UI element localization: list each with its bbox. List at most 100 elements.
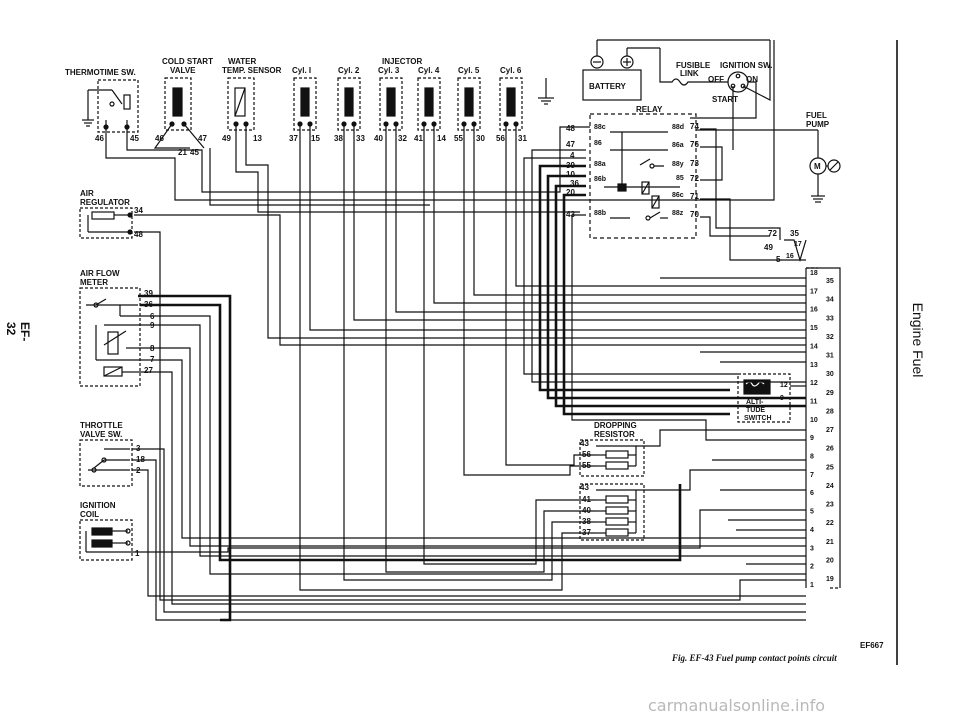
relay: RELAY 48 88c 47 86 4 39 88a 10 86b 36 20… [566, 105, 699, 239]
afm-pin-27: 27 [144, 366, 153, 375]
dr-lower-43: 43 [580, 483, 589, 492]
water-temp-label-1: WATER [228, 57, 257, 66]
injector-cyl-4-label: Cyl. 4 [418, 66, 440, 75]
cold-start-pin-45: 45 [190, 148, 199, 157]
ignition-coil-label-2: COIL [80, 510, 99, 519]
dropping-resistor-label-1: DROPPING [594, 421, 637, 430]
connector-pin-left-17: 17 [810, 288, 818, 295]
relay-right-88y: 88y [672, 161, 684, 168]
injector-cyl-3-pin-a: 40 [374, 134, 383, 143]
altitude-pin-12: 12 [780, 382, 788, 389]
connector-pin-right-35: 35 [826, 278, 834, 285]
relay-right-72: 72 [690, 174, 699, 183]
conn-top-49: 49 [764, 243, 773, 252]
injector-cyl-4: Cyl. 4 41 14 [414, 66, 446, 143]
relay-right-74: 74 [690, 122, 699, 131]
fuel-pump-label-1: FUEL [806, 111, 827, 120]
connector-pin-left-12: 12 [810, 380, 818, 387]
throttle-valve-switch: THROTTLE VALVE SW. 3 18 2 [79, 421, 145, 487]
water-temp-pin-13: 13 [253, 134, 262, 143]
relay-left-47: 47 [566, 140, 575, 149]
connector-pin-right-29: 29 [826, 390, 834, 397]
relay-left-48: 48 [566, 124, 575, 133]
connector-pin-left-9: 9 [810, 435, 814, 442]
injector-cyl-3-pin-b: 32 [398, 134, 407, 143]
altitude-label-1: ALTI- [746, 399, 764, 406]
connector-pin-right-33: 33 [826, 315, 834, 322]
throttle-label-2: VALVE SW. [80, 430, 122, 439]
injector-cyl-6-pin-a: 56 [496, 134, 505, 143]
ignition-sw-on: ON [746, 75, 758, 84]
connector-pin-left-7: 7 [810, 472, 814, 479]
injector-cyl-5-pin-a: 55 [454, 134, 463, 143]
water-temp-pin-49: 49 [222, 134, 231, 143]
relay-left-4: 4 [570, 151, 575, 160]
injector-cyl-3-label: Cyl. 3 [378, 66, 400, 75]
connector-pin-right-26: 26 [826, 446, 834, 453]
water-temp-sensor: WATER TEMP. SENSOR 49 13 [222, 57, 282, 143]
relay-right-73: 73 [690, 159, 699, 168]
connector-pin-right-34: 34 [826, 297, 834, 304]
ignition-sw-off: OFF [708, 75, 724, 84]
air-regulator-pin-34: 34 [134, 206, 143, 215]
relay-left-86b: 86b [594, 176, 606, 183]
injector-cyl-1-pin-a: 37 [289, 134, 298, 143]
connector-pin-left-18: 18 [810, 270, 818, 277]
connector-pin-right-19: 19 [826, 576, 834, 583]
dropping-resistor-label-2: RESISTOR [594, 430, 635, 439]
cold-start-pin-21: 21 [178, 148, 187, 157]
air-regulator-pin-48: 48 [134, 230, 143, 239]
connector-pin-left-8: 8 [810, 454, 814, 461]
throttle-label-1: THROTTLE [80, 421, 123, 430]
connector-pin-right-23: 23 [826, 502, 834, 509]
cold-start-pin-47: 47 [198, 134, 207, 143]
figure-caption: Fig. EF-43 Fuel pump contact points circ… [672, 653, 837, 663]
relay-left-43: 43 [566, 210, 575, 219]
injector-header: INJECTOR [382, 57, 423, 66]
fusible-link-label-2: LINK [680, 69, 699, 78]
connector-pin-right-25: 25 [826, 464, 834, 471]
injector-cyl-2-pin-b: 33 [356, 134, 365, 143]
ignition-coil: IGNITION COIL 1 [79, 501, 140, 561]
wiring-harness [105, 40, 806, 622]
fuel-pump-label-2: PUMP [806, 120, 830, 129]
connector-pin-left-14: 14 [810, 343, 818, 350]
relay-right-86a: 86a [672, 142, 684, 149]
relay-left-36: 36 [570, 179, 579, 188]
connector-pin-right-22: 22 [826, 520, 834, 527]
connector-pin-left-16: 16 [810, 307, 818, 314]
relay-label: RELAY [636, 105, 663, 114]
ignition-sw-start: START [712, 95, 738, 104]
figure-code: EF667 [860, 641, 884, 650]
conn-top-72: 72 [768, 229, 777, 238]
air-regulator-label-1: AIR [80, 189, 94, 198]
connector-pin-right-31: 31 [826, 353, 834, 360]
connector-pin-left-15: 15 [810, 325, 818, 332]
battery: BATTERY [582, 39, 770, 101]
connector-pin-right-21: 21 [826, 539, 834, 546]
connector-pin-right-30: 30 [826, 371, 834, 378]
conn-top-16: 16 [786, 253, 794, 260]
injector-cyl-1: Cyl. I 37 15 [289, 66, 320, 143]
ignition-coil-pin-1: 1 [135, 549, 140, 558]
injector-cyl-2: Cyl. 2 38 33 [334, 66, 365, 143]
fusible-link-label-1: FUSIBLE [676, 61, 711, 70]
relay-right-86c: 86c [672, 192, 684, 199]
relay-left-88c: 88c [594, 124, 606, 131]
connector-pin-left-10: 10 [810, 417, 818, 424]
ground-symbol-injectors [538, 78, 554, 105]
thermotime-pin-45: 45 [130, 134, 139, 143]
air-flow-meter-label-1: AIR FLOW [80, 269, 120, 278]
connector-pin-left-6: 6 [810, 490, 814, 497]
connector-pin-left-5: 5 [810, 509, 814, 516]
air-flow-meter-label-2: METER [80, 278, 108, 287]
air-regulator: AIR REGULATOR 34 48 [79, 189, 143, 239]
ignition-sw-label: IGNITION SW. [720, 61, 772, 70]
injector-cyl-2-pin-a: 38 [334, 134, 343, 143]
connector-pin-left-13: 13 [810, 362, 818, 369]
relay-left-86: 86 [594, 140, 602, 147]
air-flow-meter: AIR FLOW METER 39 36 6 9 8 7 27 [79, 269, 155, 387]
relay-left-88b: 88b [594, 210, 606, 217]
